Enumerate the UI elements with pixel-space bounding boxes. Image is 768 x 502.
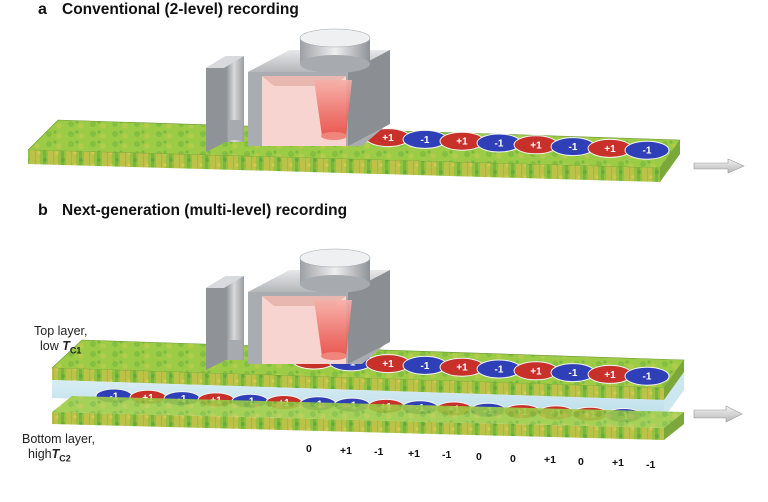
panel-b-top-domain-6-label: +1 (530, 366, 542, 377)
panel-a-domain-4-label: +1 (456, 137, 468, 148)
panel-b-top-domain-5: -1 (476, 359, 522, 379)
top-layer-t: T (62, 339, 70, 353)
panel-a-title: Conventional (2-level) recording (62, 1, 299, 18)
panel-a-domain-8-label: +1 (604, 144, 616, 155)
panel-a-domain-3-label: -1 (421, 135, 430, 146)
panel-b-top-domain-7-label: -1 (569, 368, 578, 379)
level-value: -1 (646, 459, 656, 471)
panel-a-write-head (206, 28, 390, 152)
panel-a-domain-7-label: -1 (569, 142, 578, 153)
panel-b-top-domain-3-label: -1 (421, 361, 430, 372)
bottom-layer-t: T (51, 447, 60, 461)
panel-a-domain-9-label: -1 (643, 146, 652, 157)
level-value: 0 (476, 451, 482, 463)
panel-b-write-head (206, 248, 390, 370)
level-value: -1 (374, 446, 384, 459)
panel-b-top-domain-2-label: +1 (382, 359, 394, 370)
level-value: 0 (306, 443, 312, 455)
top-layer-sub: C1 (69, 345, 82, 356)
panel-b-title: Next-generation (multi-level) recording (62, 202, 348, 219)
panel-b-top-domain-9-label: -1 (643, 372, 652, 383)
panel-a-domain-5-label: -1 (495, 139, 504, 150)
panel-a-domain-9: -1 (624, 140, 670, 160)
top-layer-label: Top layer, low TC1 (34, 324, 88, 359)
panel-a-domain-6-label: +1 (530, 140, 542, 151)
level-value: +1 (612, 457, 624, 470)
bottom-layer-sub: C2 (59, 453, 71, 464)
panel-a-domain-2-label: +1 (382, 133, 394, 144)
bottom-layer-high: high (28, 447, 52, 461)
bottom-layer-text: Bottom layer, (22, 432, 95, 446)
level-value: 0 (578, 455, 584, 468)
panel-b-top-domain-8-label: +1 (604, 370, 616, 381)
level-value: +1 (340, 444, 352, 457)
panel-b-laser-beam (314, 300, 352, 356)
panel-b-bottom-domain-0-label: -1 (110, 392, 119, 403)
panel-b-bottom-strip (52, 396, 684, 440)
panel-a-motion-arrow (693, 158, 745, 174)
panel-b-top-domain-5-label: -1 (495, 365, 504, 376)
level-value: +1 (408, 447, 420, 460)
panel-b-top-domain-4-label: +1 (456, 363, 468, 374)
panel-b-top-domain-9: -1 (624, 366, 670, 386)
panel-a-domain-8: +1 (587, 138, 633, 158)
top-layer-low: low (40, 339, 63, 353)
panel-b-motion-arrow (693, 405, 743, 423)
panel-b-letter: b (38, 202, 48, 219)
level-value: 0 (510, 452, 516, 465)
top-layer-text: Top layer, (34, 324, 88, 338)
panel-a-laser-beam (314, 80, 352, 136)
level-value: +1 (544, 454, 556, 467)
bottom-layer-label: Bottom layer, highTC2 (22, 432, 95, 467)
panel-a-letter: a (38, 1, 47, 18)
level-value: -1 (442, 449, 452, 462)
